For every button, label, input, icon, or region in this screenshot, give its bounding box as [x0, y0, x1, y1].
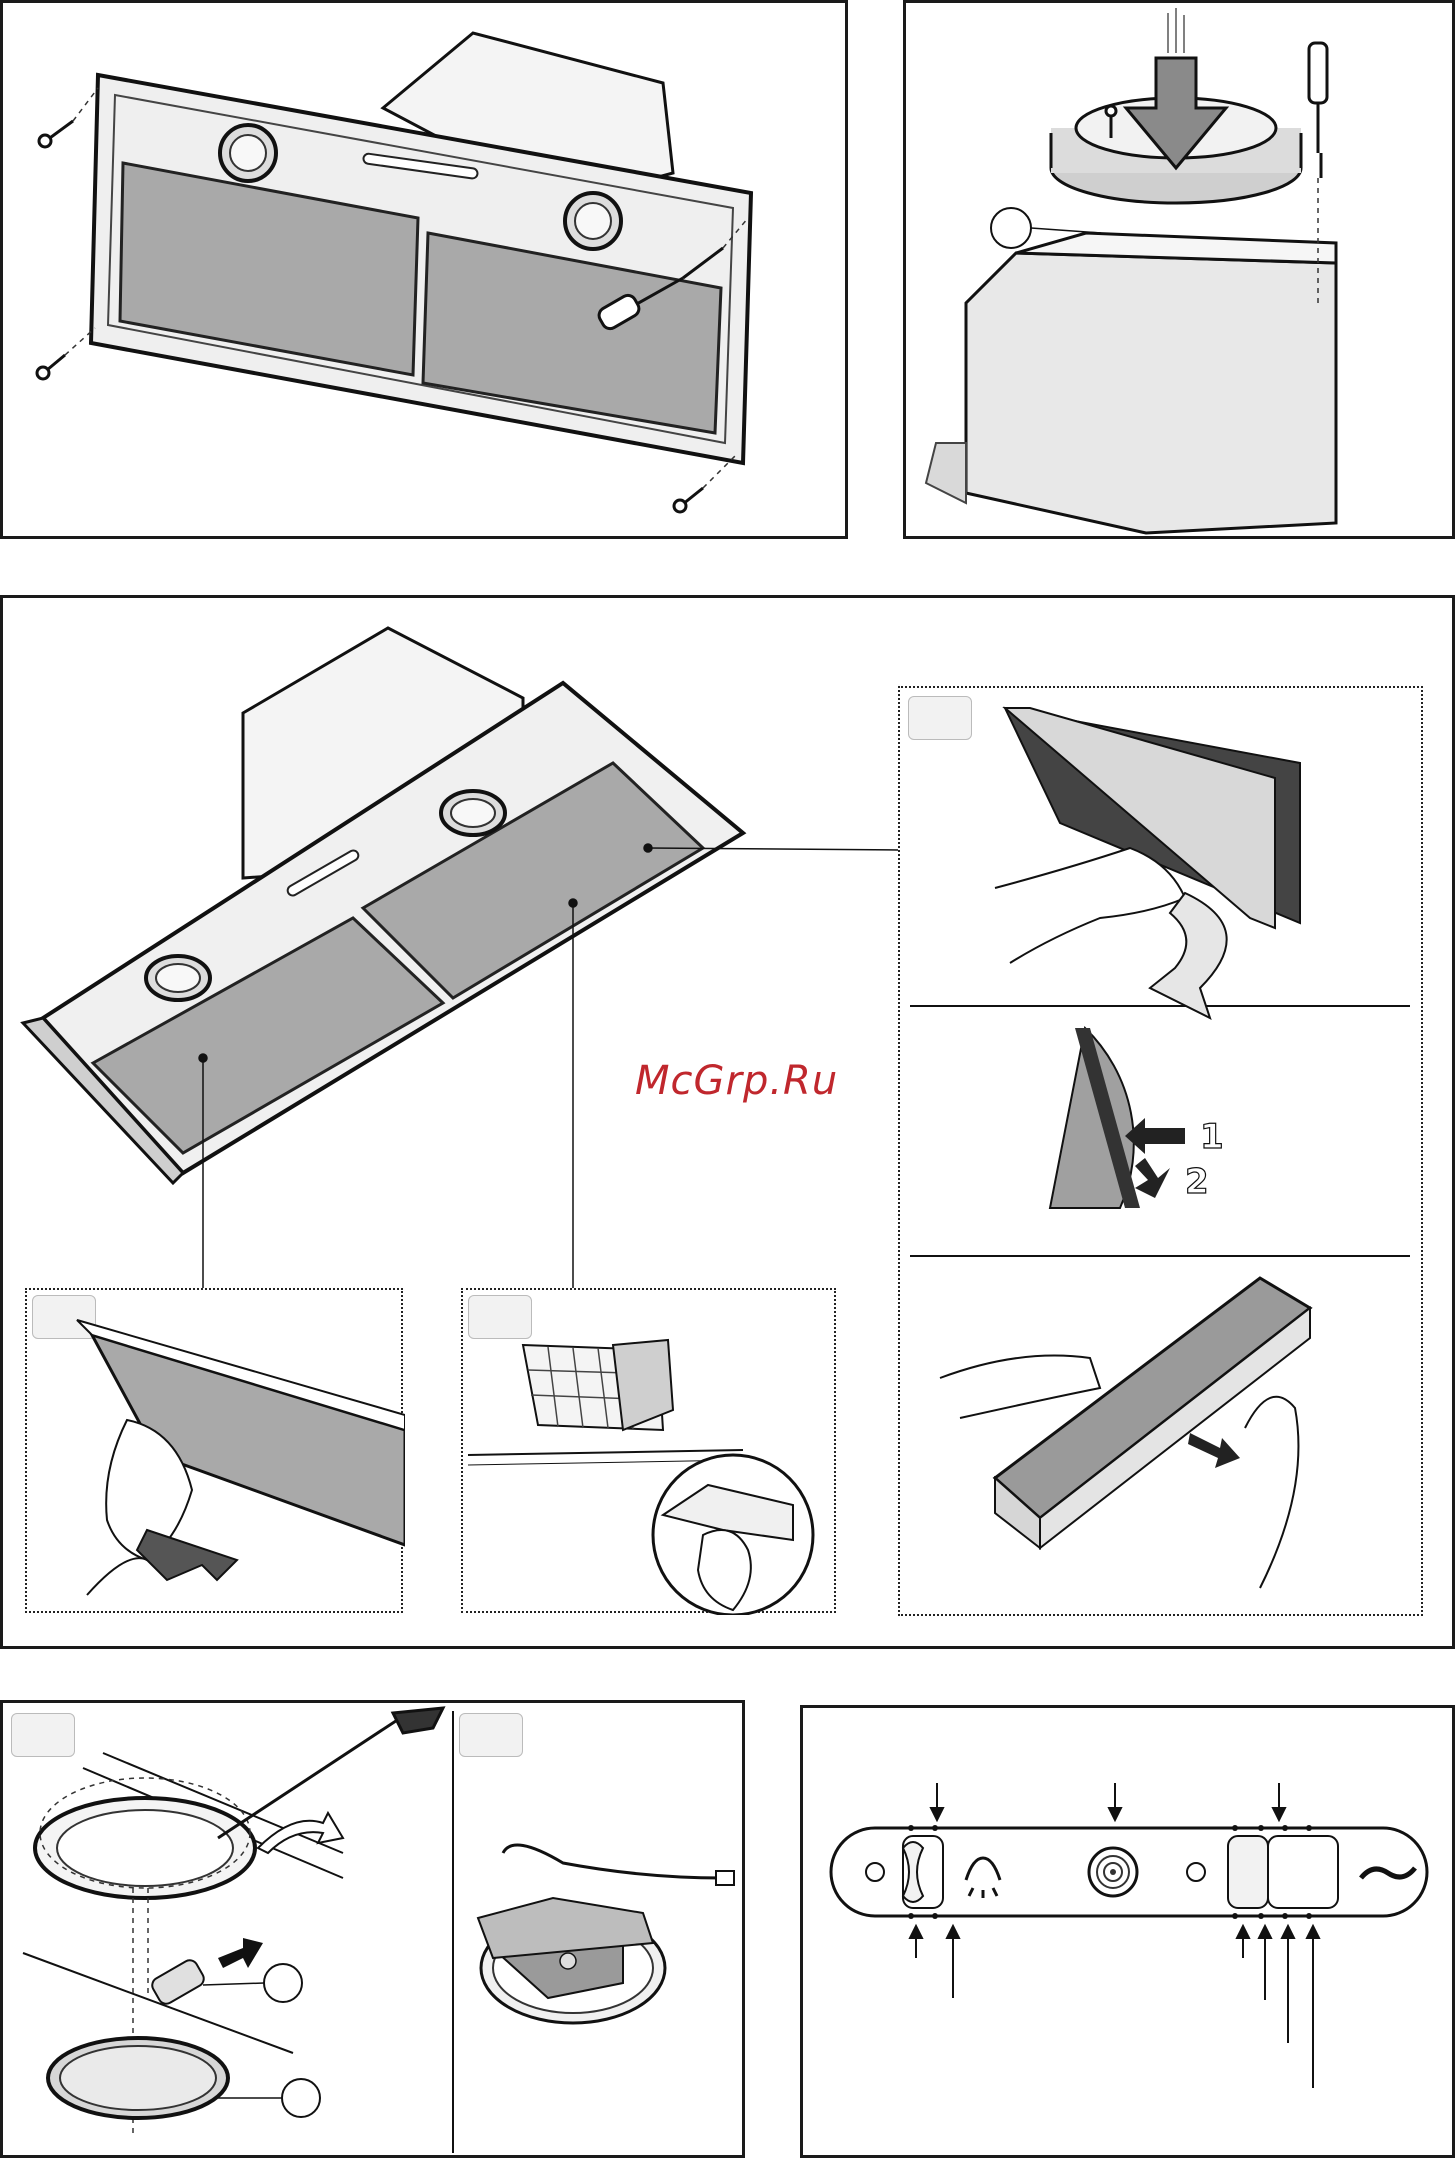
step-arrow-2: [1135, 1158, 1170, 1198]
fan-switch: [1228, 1836, 1268, 1908]
watermark: McGrp.Ru: [635, 1058, 838, 1104]
panel-outlet-flange: [903, 0, 1455, 539]
pull-down-arrow-icon: [137, 1530, 237, 1580]
panel-hood-frame-mounting: [0, 0, 848, 539]
detail-box-left: [25, 1288, 403, 1613]
outlet-flange-illustration: [906, 3, 1455, 542]
led-lamp-illustration: [3, 1703, 748, 2161]
detail-box-middle: [461, 1288, 836, 1613]
slide-arrow-icon: [1188, 1433, 1240, 1468]
indicator-led-right: [1187, 1863, 1205, 1881]
callout-circle: [991, 208, 1031, 248]
panel-lamp-replacement: [0, 1700, 745, 2158]
indicator-led-left: [866, 1863, 884, 1881]
pointer-arrows-bottom: [910, 1926, 1319, 2088]
control-panel-illustration: [803, 1708, 1455, 2161]
panel-controls: [800, 1705, 1455, 2158]
step-label-1: 1: [1200, 1117, 1224, 1157]
filter-detail-illustration: 1 2: [900, 688, 1425, 1618]
filter-latch-illustration: [27, 1290, 405, 1615]
screwdriver-icon: [1309, 43, 1327, 153]
hood-frame-illustration: [3, 3, 851, 542]
charcoal-filter-illustration: [463, 1290, 838, 1615]
hand-icon: [995, 848, 1185, 963]
lamp-connector: [716, 1871, 734, 1885]
step-label-2: 2: [1185, 1162, 1209, 1202]
panel-filter-removal: McGrp.Ru 1 2: [0, 595, 1455, 1649]
pointer-arrows-top: [931, 1783, 1285, 1820]
detail-box-right: 1 2: [898, 686, 1423, 1616]
